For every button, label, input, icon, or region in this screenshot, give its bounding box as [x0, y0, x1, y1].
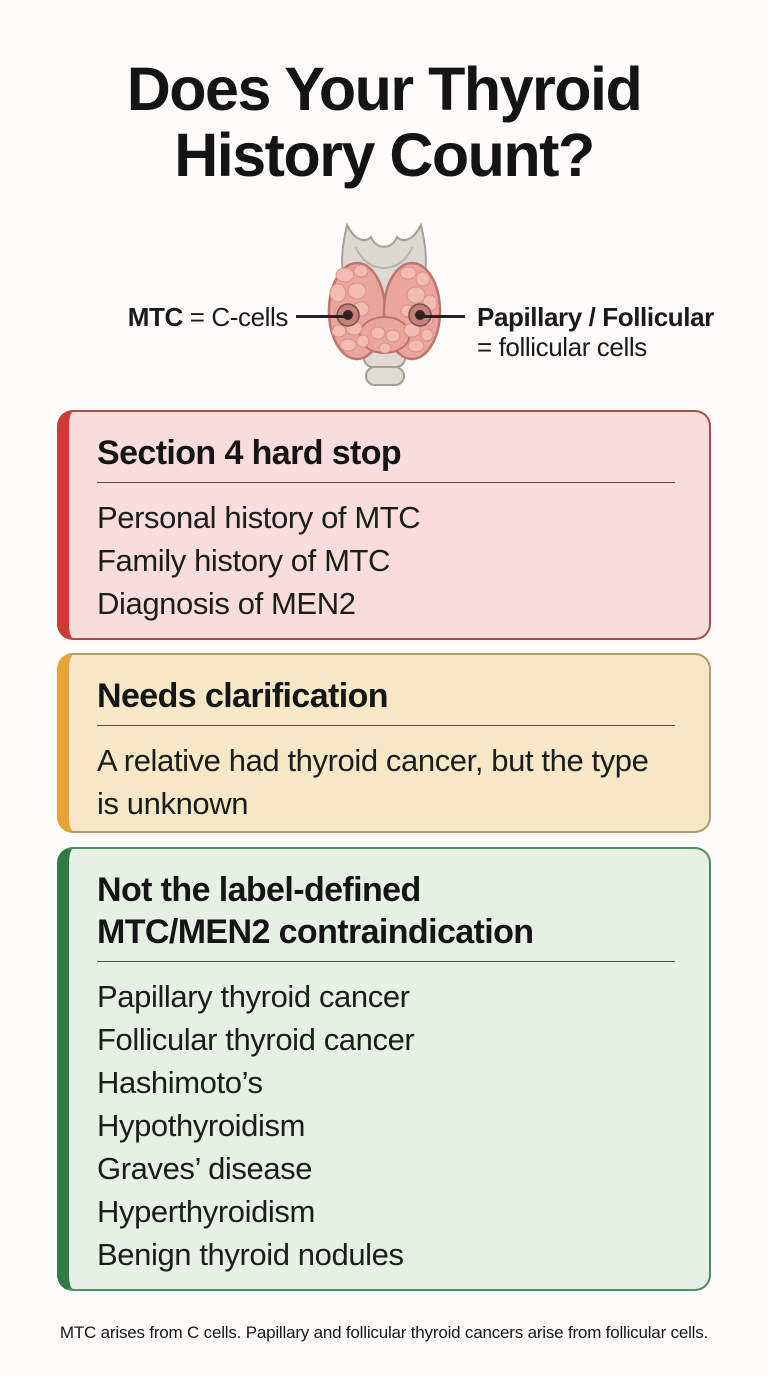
needs-clarification-heading: Needs clarification	[97, 677, 389, 715]
list-item: Hypothyroidism	[97, 1108, 306, 1143]
leader-line-right	[418, 315, 465, 318]
page-title-line-2: History Count?	[174, 121, 595, 189]
list-item: Follicular thyroid cancer	[97, 1022, 415, 1057]
list-item: Hashimoto’s	[97, 1065, 263, 1100]
list-item: Family history of MTC	[97, 543, 391, 578]
list-item: Papillary thyroid cancer	[97, 979, 410, 1014]
list-item: Hyperthyroidism	[97, 1194, 315, 1229]
heading-divider	[97, 725, 675, 726]
heading-line-2: MTC/MEN2 contraindication	[97, 913, 534, 951]
list-item: Benign thyroid nodules	[97, 1237, 404, 1272]
needs-clarification-card: Needs clarification A relative had thyro…	[57, 653, 711, 833]
not-contraindication-heading: Not the label-defined MTC/MEN2 contraind…	[97, 869, 675, 953]
hard-stop-heading: Section 4 hard stop	[97, 434, 402, 472]
not-contraindication-card: Not the label-defined MTC/MEN2 contraind…	[57, 847, 711, 1291]
label-papillary-follicular: Papillary / Follicular = follicular cell…	[477, 302, 714, 362]
heading-line-1: Not the label-defined	[97, 871, 421, 909]
list-item: Diagnosis of MEN2	[97, 586, 356, 621]
list-item: Personal history of MTC	[97, 500, 421, 535]
heading-divider	[97, 482, 675, 483]
leader-line-left	[296, 315, 350, 318]
list-item: Graves’ disease	[97, 1151, 313, 1186]
heading-divider	[97, 961, 675, 962]
label-c-cells: = C-cells	[189, 302, 289, 332]
label-mtc-bold: MTC	[127, 302, 184, 332]
hard-stop-card: Section 4 hard stop Personal history of …	[57, 410, 711, 640]
label-mtc-c-cells: MTC = C-cells	[127, 302, 289, 332]
page-title-line-1: Does Your Thyroid	[126, 55, 643, 123]
footer-note: MTC arises from C cells. Papillary and f…	[59, 1323, 709, 1342]
label-follicular-cells-line: = follicular cells	[477, 332, 647, 362]
clarification-text: A relative had thyroid cancer, but the t…	[97, 743, 649, 821]
label-papillary-line: Papillary / Follicular	[477, 302, 714, 332]
page-title: Does Your Thyroid History Count?	[0, 56, 768, 188]
thyroid-gland-illustration	[327, 222, 442, 386]
